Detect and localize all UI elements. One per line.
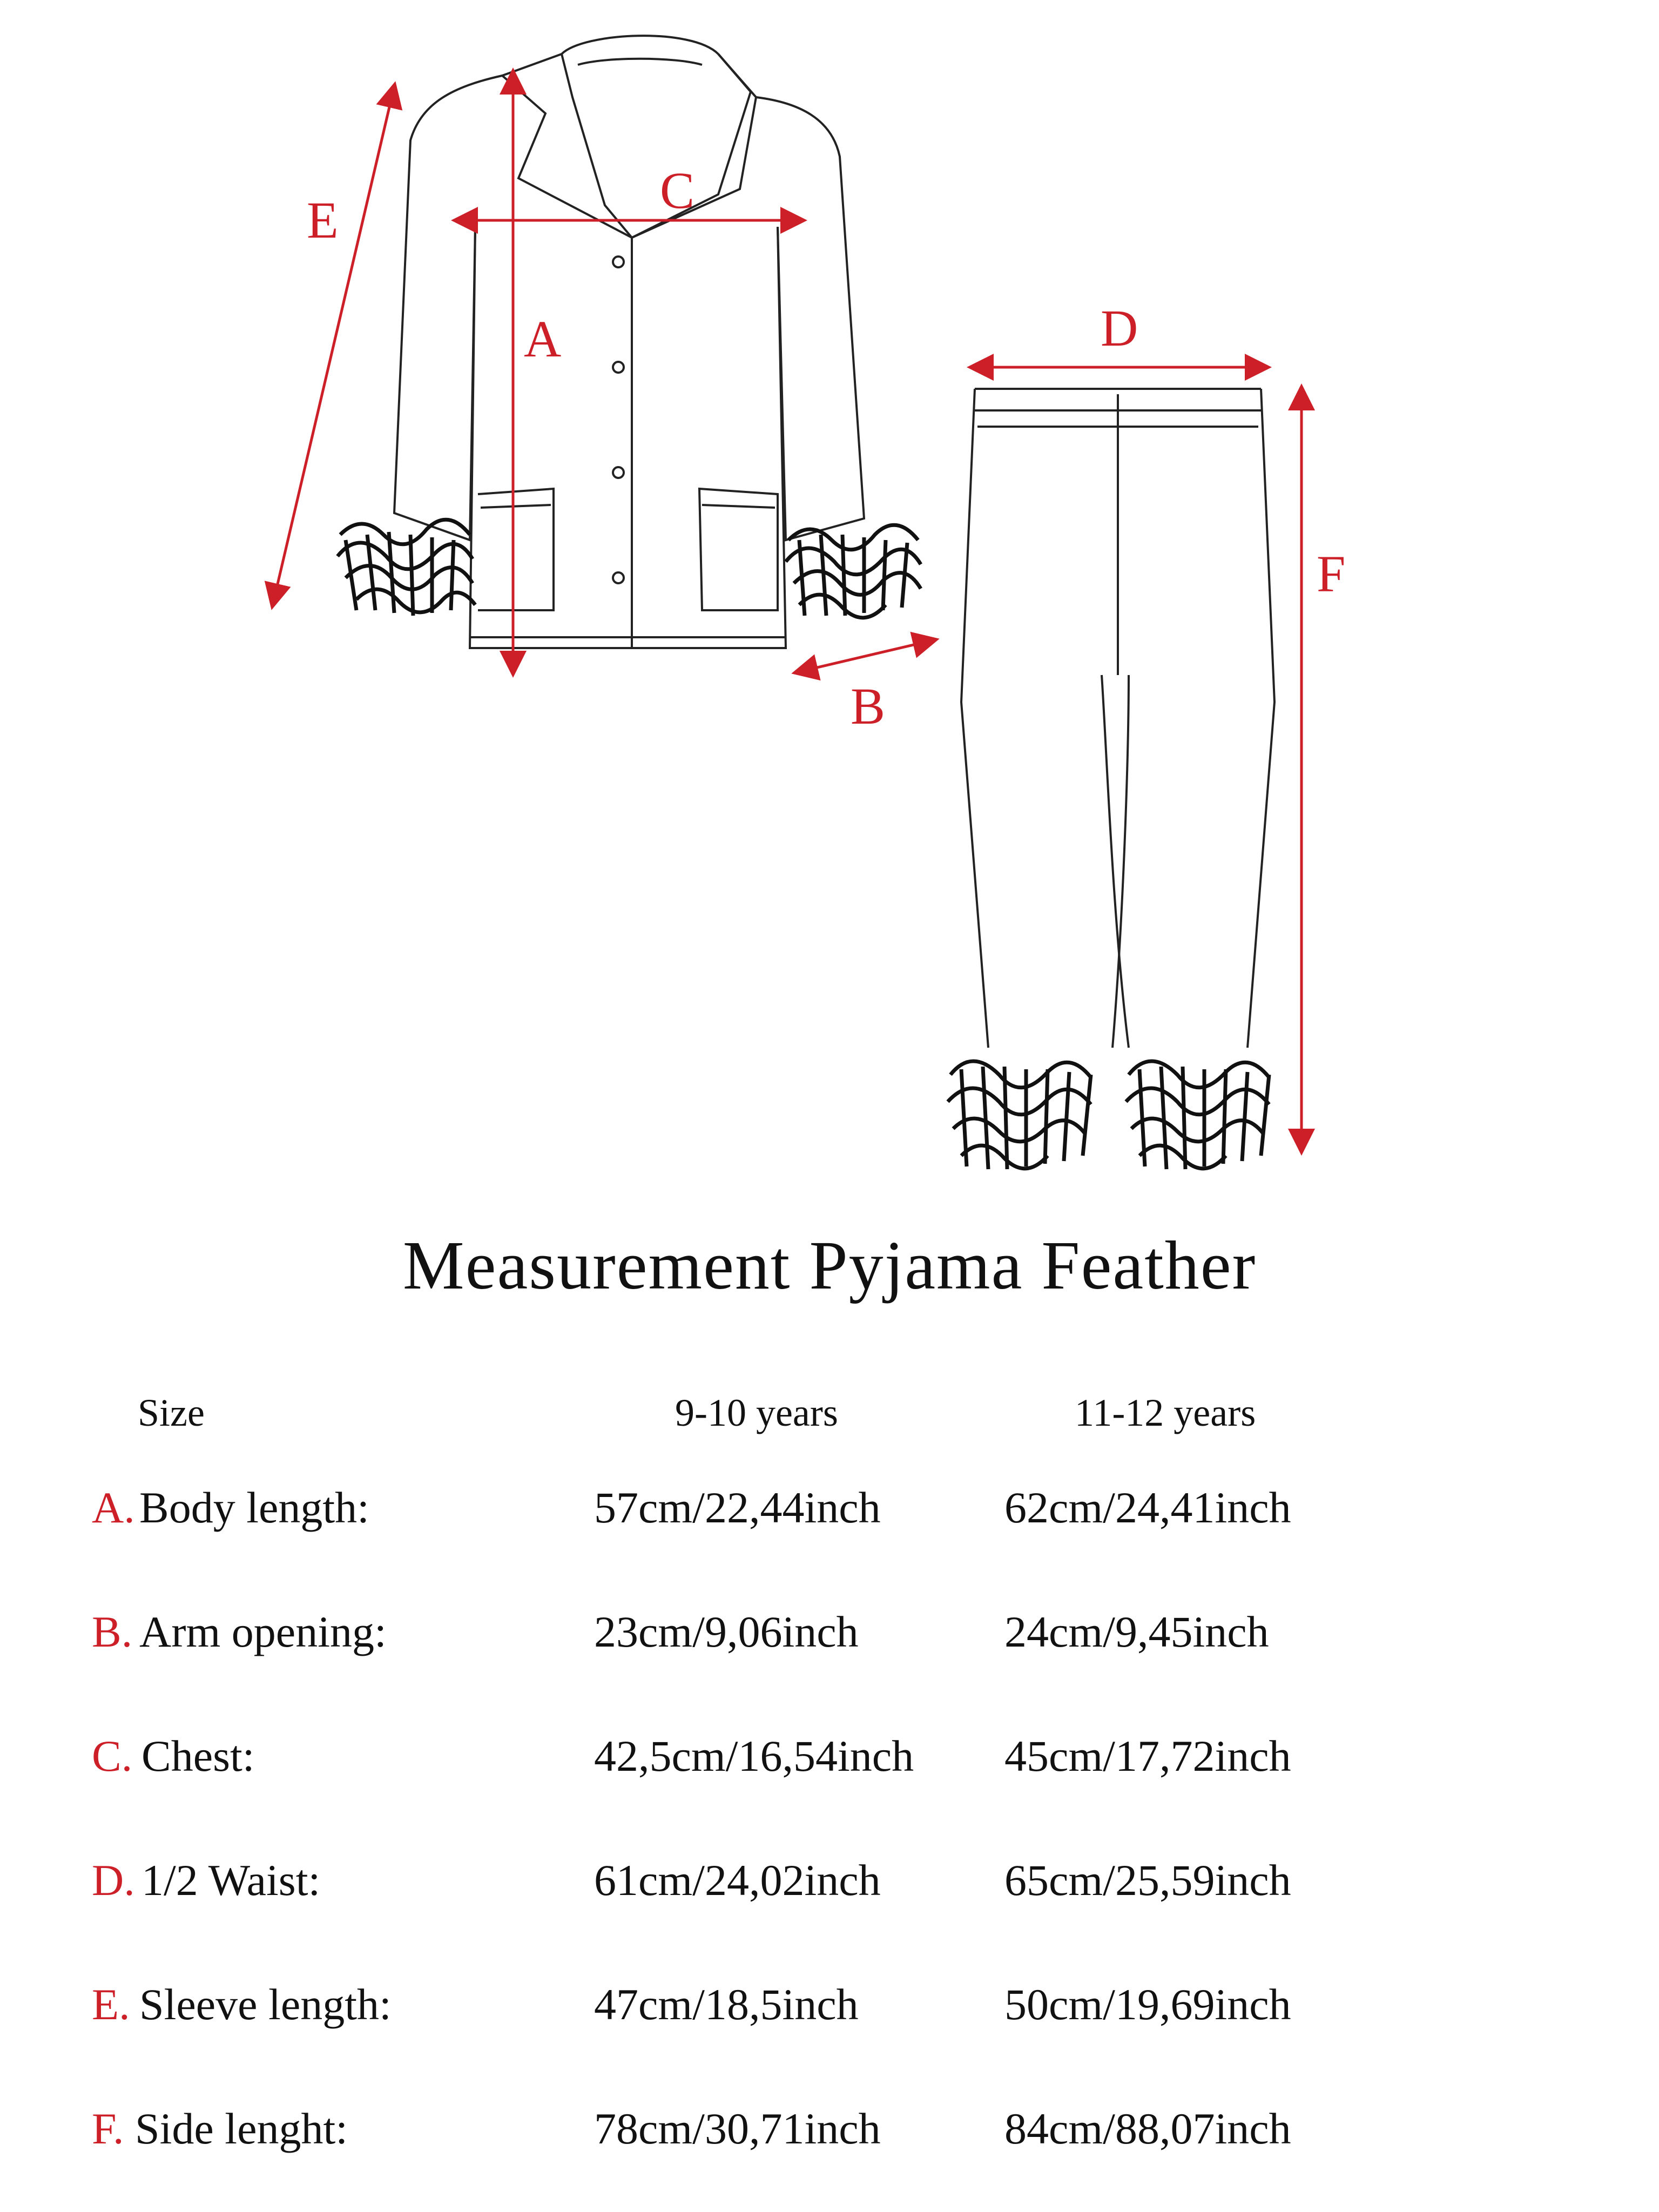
row-letter: E. [92, 1980, 130, 2029]
table-row: C. Chest: 42,5cm/16,54inch 45cm/17,72inc… [0, 1731, 1659, 1796]
header-9-10-years: 9-10 years [675, 1391, 838, 1434]
arrow-e-sleeve-length [264, 81, 403, 610]
row-value-11-12: 24cm/9,45inch [1004, 1607, 1269, 1656]
row-letter: B. [92, 1607, 133, 1656]
row-value-11-12: 65cm/25,59inch [1004, 1856, 1291, 1905]
label-e: E [307, 191, 339, 249]
row-letter: F. [92, 2104, 124, 2153]
row-letter: D. [92, 1856, 135, 1905]
table-row: A. Body length: 57cm/22,44inch 62cm/24,4… [0, 1482, 1659, 1547]
row-label: Chest: [141, 1731, 255, 1781]
table-row: B. Arm opening: 23cm/9,06inch 24cm/9,45i… [0, 1607, 1659, 1671]
page-title: Measurement Pyjama Feather [402, 1227, 1257, 1304]
pyjama-trousers-drawing [960, 388, 1276, 1048]
row-value-9-10: 47cm/18,5inch [594, 1980, 859, 2029]
table-row: D. 1/2 Waist: 61cm/24,02inch 65cm/25,59i… [0, 1855, 1659, 1920]
row-value-11-12: 62cm/24,41inch [1004, 1483, 1291, 1532]
arrow-b-arm-opening [791, 631, 940, 681]
jacket-feather-cuffs [336, 517, 923, 620]
header-size: Size [138, 1391, 205, 1434]
trouser-feather-cuffs [946, 1059, 1271, 1171]
row-label: Sleeve length: [139, 1980, 392, 2029]
table-row: F. Side lenght: 78cm/30,71inch 84cm/88,0… [0, 2103, 1659, 2168]
row-value-9-10: 57cm/22,44inch [594, 1483, 881, 1532]
label-d: D [1101, 299, 1138, 357]
row-value-11-12: 84cm/88,07inch [1004, 2104, 1291, 2153]
row-label: 1/2 Waist: [141, 1856, 321, 1905]
row-value-9-10: 42,5cm/16,54inch [594, 1731, 914, 1781]
label-f: F [1317, 545, 1345, 603]
row-letter: A. [92, 1483, 135, 1532]
row-letter: C. [92, 1731, 133, 1781]
row-value-9-10: 78cm/30,71inch [594, 2104, 881, 2153]
row-value-11-12: 45cm/17,72inch [1004, 1731, 1291, 1781]
row-label: Arm opening: [139, 1607, 387, 1656]
header-11-12-years: 11-12 years [1075, 1391, 1256, 1434]
row-label: Body length: [139, 1483, 369, 1532]
label-c: C [660, 161, 694, 219]
garment-illustration: A B C D E F [264, 35, 1345, 1171]
label-b: B [851, 677, 885, 735]
measurement-arrows [264, 68, 1315, 1156]
table-row: E. Sleeve length: 47cm/18,5inch 50cm/19,… [0, 1979, 1659, 2044]
label-a: A [524, 310, 561, 368]
row-value-9-10: 61cm/24,02inch [594, 1856, 881, 1905]
row-value-9-10: 23cm/9,06inch [594, 1607, 859, 1656]
pyjama-jacket-drawing [393, 35, 866, 649]
row-value-11-12: 50cm/19,69inch [1004, 1980, 1291, 2029]
row-label: Side lenght: [135, 2104, 348, 2153]
